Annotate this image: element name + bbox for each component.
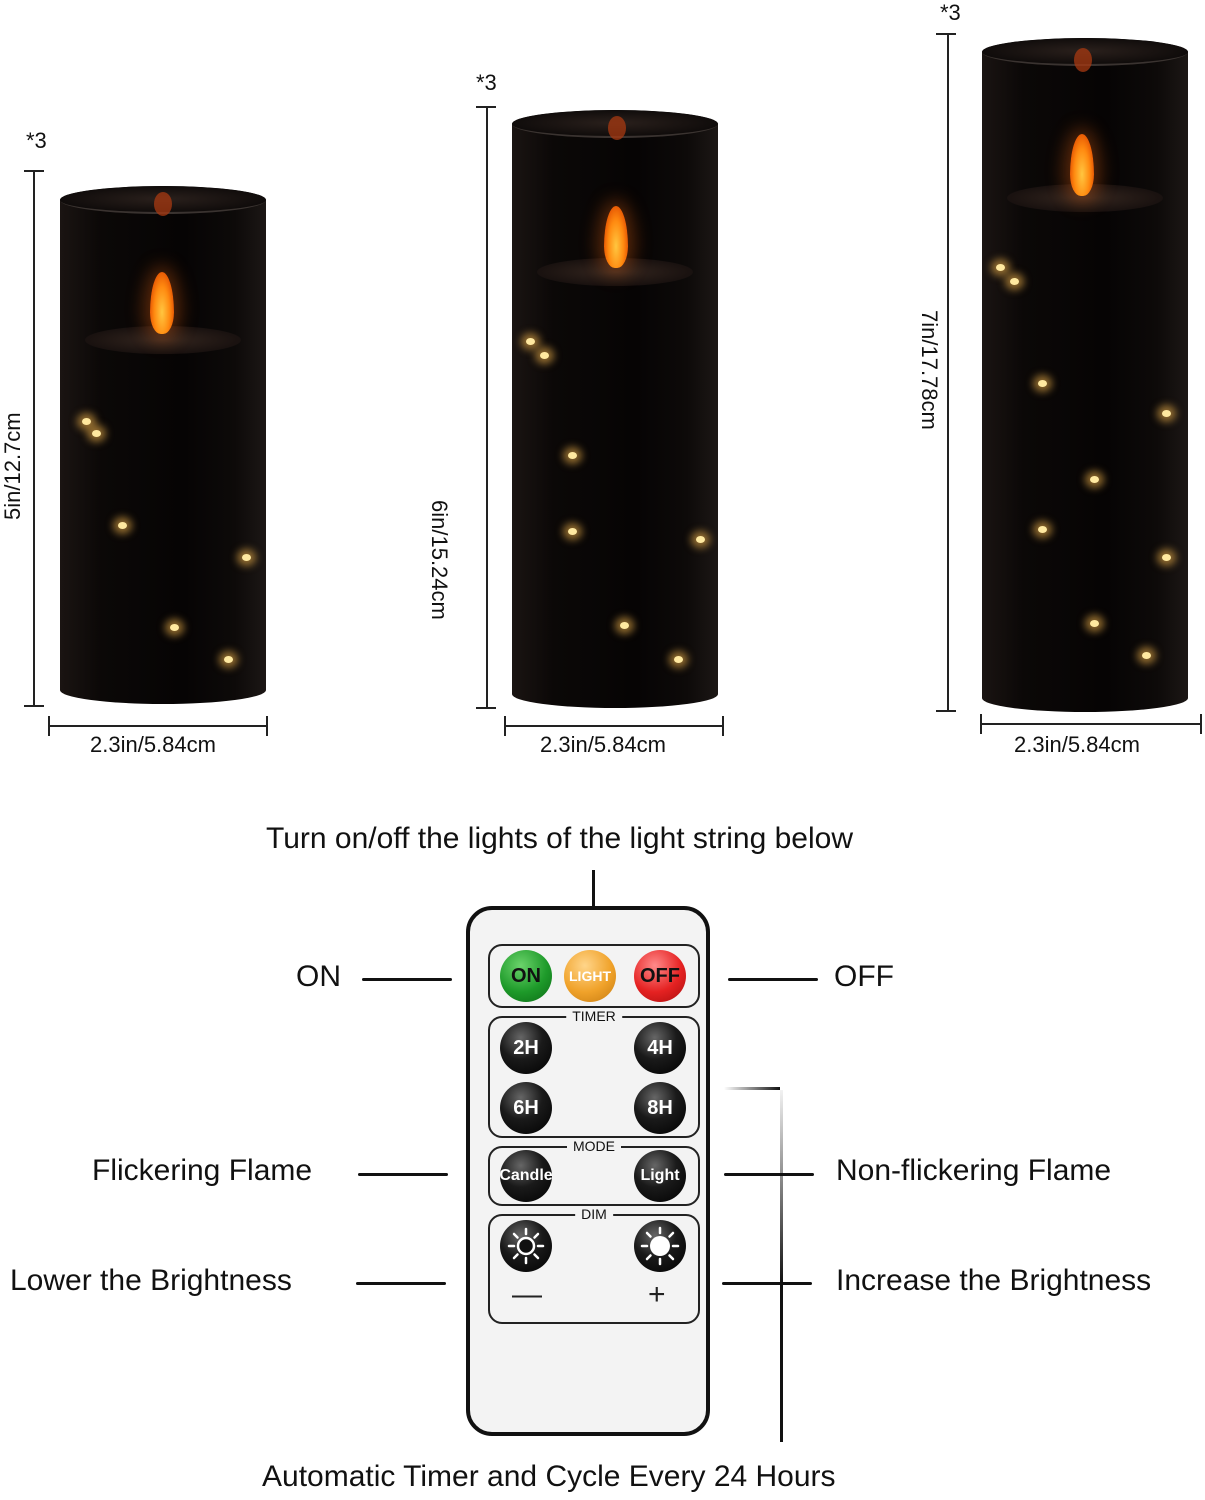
timer-bracket-line [780,1090,783,1442]
dim-up-button[interactable] [634,1220,686,1272]
mode-group: MODE Candle Light [488,1138,700,1206]
leader-line [722,1282,812,1285]
width-dimension-line [504,725,724,727]
quantity-label: *3 [26,128,47,153]
height-dimension-line [486,106,488,708]
dim-down-button[interactable] [500,1220,552,1272]
width-dimension-line [48,725,268,727]
callout-light-string: Turn on/off the lights of the light stri… [266,822,854,855]
timer-2h-button[interactable]: 2H [500,1022,552,1074]
leader-line [362,978,452,981]
width-label: 2.3in/5.84cm [90,732,216,757]
callout-non-flickering-flame: Non-flickering Flame [836,1154,1112,1187]
callout-flickering-flame: Flickering Flame [92,1154,313,1187]
timer-title: TIMER [566,1008,622,1024]
candle-image-medium [512,110,718,708]
on-button[interactable]: ON [500,950,552,1002]
quantity-label: *3 [476,70,497,95]
height-label: 7in/17.78cm [917,310,942,430]
callout-automatic-timer: Automatic Timer and Cycle Every 24 Hours [262,1460,836,1493]
mode-title: MODE [567,1138,621,1154]
width-dimension-line [980,723,1202,725]
height-label: 5in/12.7cm [0,412,25,520]
width-label: 2.3in/5.84cm [540,732,666,757]
height-dimension-line [33,170,35,706]
height-dimension-line [947,33,949,711]
leader-line [728,978,818,981]
minus-label: — [512,1278,542,1311]
plus-label: + [648,1278,666,1311]
candle-image-large [982,38,1188,712]
candle-image-small [60,186,266,704]
remote-control: ON LIGHT OFF TIMER 2H 4H 6H 8H MODE Cand… [466,906,710,1436]
sun-outline-icon [507,1227,545,1265]
callout-off: OFF [834,960,894,993]
leader-line [356,1282,446,1285]
timer-8h-button[interactable]: 8H [634,1082,686,1134]
flame-icon [150,272,174,334]
light-button[interactable]: LIGHT [564,950,616,1002]
callout-increase-brightness: Increase the Brightness [836,1264,1152,1297]
sun-filled-icon [640,1226,680,1266]
timer-4h-button[interactable]: 4H [634,1022,686,1074]
dim-title: DIM [575,1206,613,1222]
timer-bracket-line [724,1087,780,1090]
leader-line [592,870,595,908]
light-mode-button[interactable]: Light [634,1150,686,1202]
width-label: 2.3in/5.84cm [1014,732,1140,757]
off-button[interactable]: OFF [634,950,686,1002]
dim-group: DIM — [488,1206,700,1324]
candle-mode-button[interactable]: Candle [499,1150,553,1202]
dimension-tick [24,705,44,707]
timer-group: TIMER 2H 4H 6H 8H [488,1008,700,1138]
flame-icon [1070,134,1094,196]
leader-line [358,1173,448,1176]
callout-lower-brightness: Lower the Brightness [10,1264,292,1297]
quantity-label: *3 [940,0,961,25]
height-label: 6in/15.24cm [427,500,452,620]
power-group: ON LIGHT OFF [488,944,700,1008]
leader-line [724,1173,814,1176]
timer-6h-button[interactable]: 6H [500,1082,552,1134]
callout-on: ON [296,960,341,993]
flame-icon [604,206,628,268]
